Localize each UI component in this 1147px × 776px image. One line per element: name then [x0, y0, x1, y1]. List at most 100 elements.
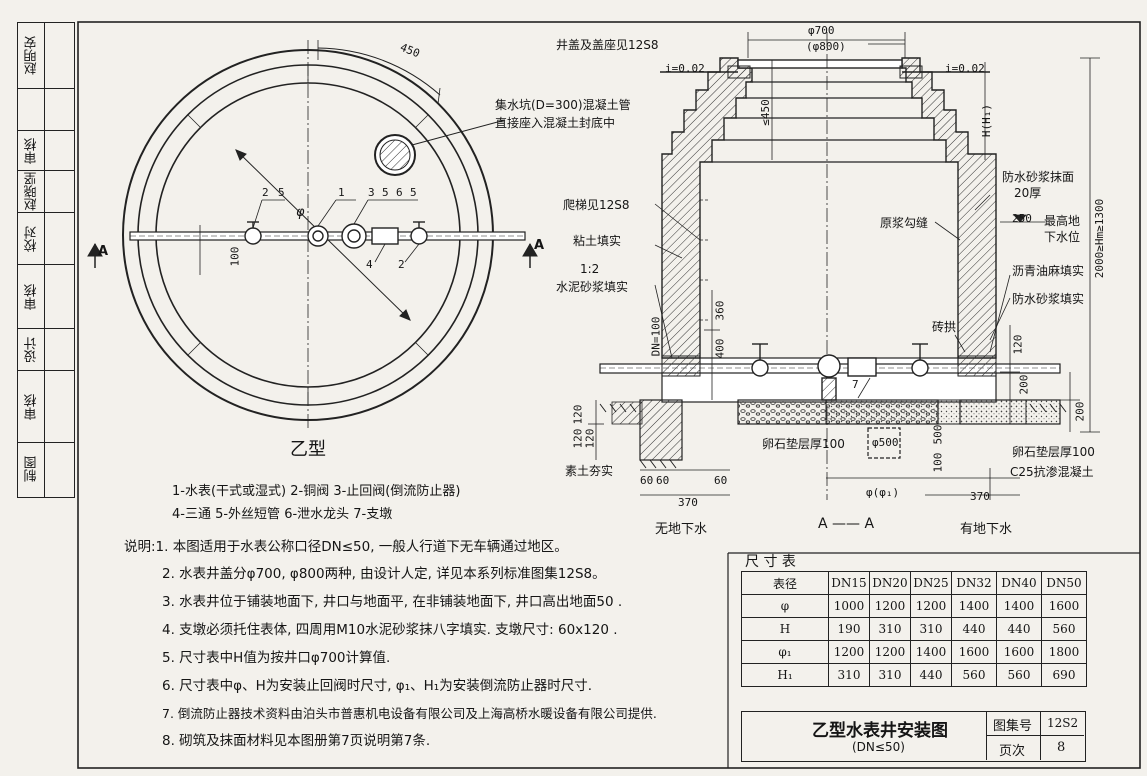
part-no: 5	[278, 186, 285, 199]
strip-row-5: 审核	[18, 265, 74, 329]
drawing-subtitle: (DN≤50)	[852, 740, 905, 754]
strip-row-6: 设计	[18, 329, 74, 371]
dim-450: ≤450	[758, 99, 772, 126]
note-4: 4. 支墩必须托住表体, 四周用M10水泥砂浆抹八字填实. 支墩尺寸: 60x1…	[162, 622, 618, 638]
note-6: 6. 尺寸表中φ、H为安装止回阀时尺寸, φ₁、H₁为安装倒流防止器时尺寸.	[162, 678, 592, 694]
has-groundwater: 有地下水	[960, 522, 1013, 537]
drawing-title: 乙型水表井安装图	[812, 721, 948, 741]
note-5: 5. 尺寸表中H值为按井口φ700计算值.	[162, 650, 391, 666]
dim-100: 100	[931, 452, 945, 473]
part-no: 1	[338, 186, 345, 199]
page-label-cell: 页次	[987, 736, 1041, 760]
dim-H: H(H₁)	[980, 103, 994, 138]
cell: 1400	[996, 594, 1042, 618]
part-no: 6	[396, 186, 403, 199]
table-row: H 190 310 310 440 440 560	[741, 617, 1087, 641]
max-gw-1: 最高地	[1044, 214, 1081, 228]
cell: 1800	[1041, 640, 1087, 664]
table-corner: 表径	[741, 571, 829, 595]
table-row: H₁ 310 310 440 560 560 690	[741, 663, 1087, 687]
cell: 1400	[951, 594, 997, 618]
dim-370b: 370	[970, 490, 990, 503]
cell: 310	[910, 617, 952, 641]
plan-dim-phi: φ	[296, 205, 305, 220]
part-no: 2	[262, 186, 269, 199]
waterproof-fill: 防水砂浆填实	[1012, 292, 1085, 306]
cell: 560	[1041, 617, 1087, 641]
cell: 1200	[828, 640, 870, 664]
row-label: φ₁	[741, 640, 829, 664]
title-cell: 乙型水表井安装图 (DN≤50)	[742, 712, 987, 760]
part-no: 5	[382, 186, 389, 199]
mortar-fill-1: 1:2	[580, 262, 600, 276]
section-mark: A —— A	[818, 516, 875, 532]
dim-360: 360	[713, 300, 727, 321]
table-header-cell: DN20	[869, 571, 911, 595]
strip-row-1	[18, 89, 74, 131]
note-7: 7. 倒流防止器技术资料由泊头市普惠机电设备有限公司及上海高桥水暖设备有限公司提…	[162, 706, 657, 721]
dim-200b: 200	[1073, 401, 1087, 422]
part-no: 2	[398, 258, 405, 271]
slope-left: i=0.02	[665, 62, 705, 75]
strip-row-7: 审核	[18, 371, 74, 443]
cell: 1400	[910, 640, 952, 664]
cover-note: 井盖及盖座见12S8	[556, 38, 659, 52]
table-header-cell: DN25	[910, 571, 952, 595]
title-block: 乙型水表井安装图 (DN≤50) 图集号 12S2 页次 8	[741, 711, 1086, 762]
table-header-cell: DN32	[951, 571, 997, 595]
dim-500a: φ500	[872, 436, 899, 449]
strip-row-8: 制图	[24, 456, 40, 483]
revision-strip: 赵明安 审核 赵晓坚 校对 审核 设计 审核 制图	[17, 22, 75, 498]
cell: 1600	[996, 640, 1042, 664]
atlas-no: 12S2	[1047, 716, 1079, 730]
cell: 1200	[869, 594, 911, 618]
dim-table: 表径 DN15 DN20 DN25 DN32 DN40 DN50 φ 1000 …	[741, 571, 1087, 687]
cell: 440	[996, 617, 1042, 641]
dim-120d: 120	[1011, 334, 1025, 355]
row-label: H	[741, 617, 829, 641]
plan-view	[87, 40, 538, 430]
plan-title: 乙型	[290, 439, 326, 460]
cell: 1600	[1041, 594, 1087, 618]
dim-400: 400	[713, 338, 727, 359]
dim-700: φ700	[808, 24, 835, 37]
sump-note-1: 集水坑(D=300)混凝土管	[495, 98, 631, 112]
ladder-note: 爬梯见12S8	[563, 198, 630, 212]
strip-row-2: 审核	[18, 131, 74, 171]
brick-arch: 砖拱	[932, 320, 957, 334]
table-header: 表径 DN15 DN20 DN25 DN32 DN40 DN50	[741, 571, 1087, 595]
strip-row-3: 赵晓坚	[18, 171, 74, 213]
sheet-frame	[77, 21, 1141, 769]
dim-500b: 500	[931, 424, 945, 445]
page-no-cell: 8	[1041, 736, 1084, 760]
table-header-cell: DN50	[1041, 571, 1087, 595]
table-row: φ₁ 1200 1200 1400 1600 1600 1800	[741, 640, 1087, 664]
cell: 310	[869, 663, 911, 687]
dim-table-caption: 尺 寸 表	[745, 554, 796, 570]
dim-60a: 60	[640, 474, 654, 487]
cell: 190	[828, 617, 870, 641]
dim-120a: 120	[571, 404, 585, 425]
cell: 1200	[910, 594, 952, 618]
dim-60b: 60	[656, 474, 670, 487]
row-label: φ	[741, 594, 829, 618]
cell: 560	[996, 663, 1042, 687]
note-8: 8. 砌筑及抹面材料见本图册第7页说明第7条.	[162, 733, 431, 749]
table-header-cell: DN15	[828, 571, 870, 595]
gravel-left: 卵石垫层厚100	[762, 437, 845, 451]
pointing-note: 原浆勾缝	[880, 216, 929, 230]
legend-line-2: 4-三通 5-外丝短管 6-泄水龙头 7-支墩	[172, 507, 393, 522]
cell: 440	[910, 663, 952, 687]
note-2: 2. 水表井盖分φ700, φ800两种, 由设计人定, 详见本系列标准图集12…	[162, 566, 606, 582]
mortar-fill-2: 水泥砂浆填实	[556, 280, 629, 294]
cell: 310	[869, 617, 911, 641]
section-view	[588, 32, 1100, 500]
cell: 1000	[828, 594, 870, 618]
part-no: 4	[366, 258, 373, 271]
note-3: 3. 水表井位于铺装地面下, 井口与地面平, 在非铺装地面下, 井口高出地面50…	[162, 594, 623, 610]
page-no: 8	[1057, 740, 1066, 755]
max-gw-2: 下水位	[1044, 230, 1081, 244]
dim-200a: 200	[1017, 374, 1031, 395]
